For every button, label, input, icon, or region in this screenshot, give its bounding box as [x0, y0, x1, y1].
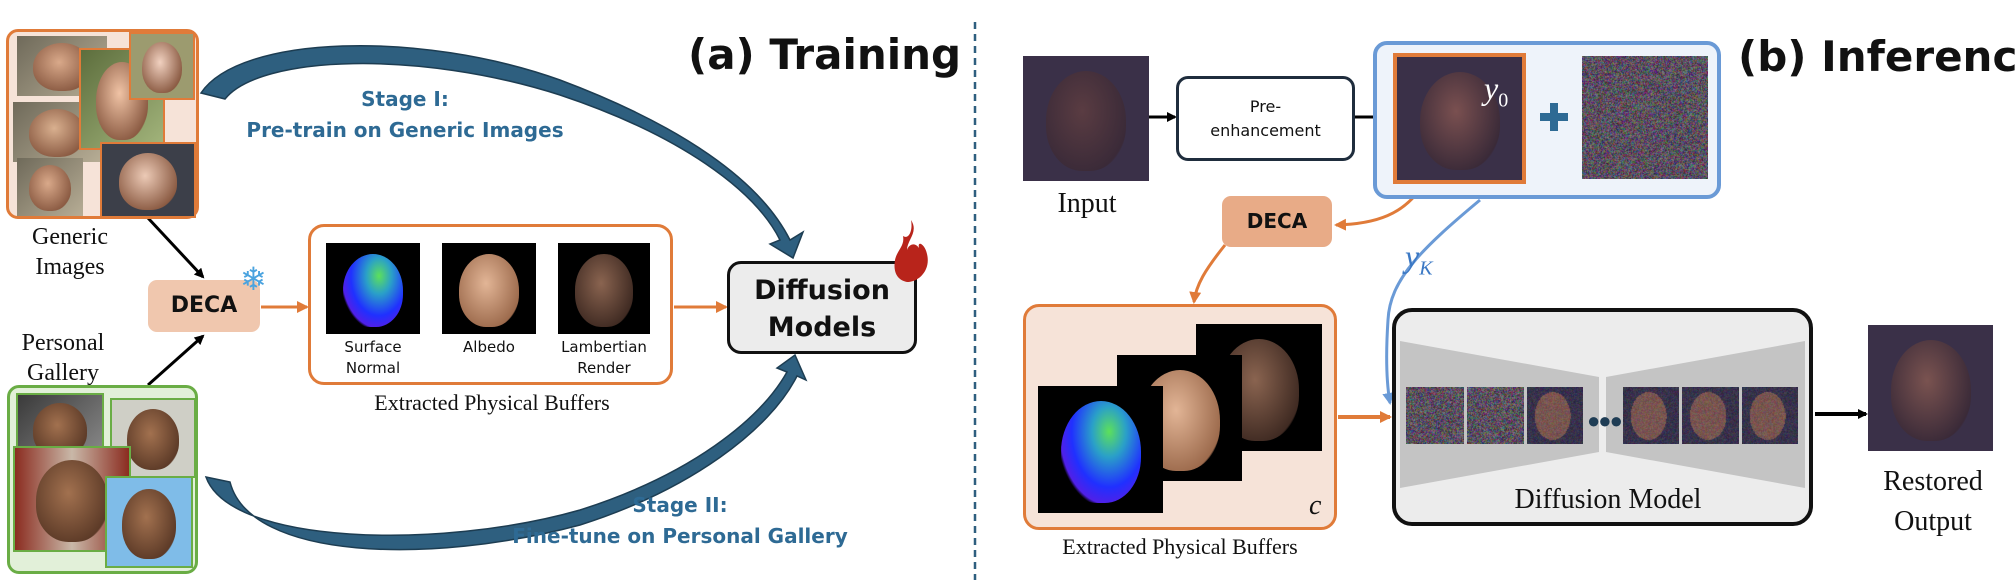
- surface-normal-image: [1038, 386, 1163, 513]
- y-subscript: K: [1419, 257, 1432, 279]
- deca-to-buffers-arrow-b: [1194, 245, 1225, 302]
- generic-images-box: [6, 29, 199, 219]
- label-line: Generic: [10, 222, 130, 252]
- albedo-label: Albedo: [434, 337, 544, 358]
- pre-enhancement-box: Pre- enhancement: [1176, 76, 1355, 161]
- denoising-step-image: [1682, 387, 1739, 444]
- lambertian-render-label: Lambertian Render: [549, 337, 659, 379]
- generic-to-deca-arrow: [148, 218, 203, 277]
- denoising-step-image: [1742, 387, 1798, 444]
- label-line: Pre-train on Generic Images: [230, 115, 580, 146]
- face-thumbnail: [17, 158, 83, 216]
- label-line: Images: [10, 252, 130, 282]
- label-line: Render: [549, 358, 659, 379]
- plus-icon: [1540, 103, 1568, 131]
- y-symbol: y: [1405, 238, 1419, 274]
- snowflake-icon: ❄: [240, 262, 267, 296]
- input-image: [1023, 56, 1149, 181]
- label-line: Pre-: [1179, 95, 1352, 119]
- y-subscript: 0: [1498, 89, 1508, 111]
- deca-box-inference: DECA: [1222, 196, 1332, 247]
- yk-label: yK: [1405, 238, 1433, 280]
- restored-output-image: [1868, 325, 1993, 451]
- label-line: Restored: [1870, 462, 1996, 502]
- denoising-step-image: [1623, 387, 1679, 444]
- y0-label: y0: [1484, 70, 1508, 112]
- fire-icon: [893, 220, 931, 284]
- input-label: Input: [1037, 188, 1137, 220]
- face-thumbnail: [129, 32, 195, 100]
- label-line: Diffusion: [730, 272, 914, 309]
- stage1-label: Stage I: Pre-train on Generic Images: [230, 84, 580, 146]
- personal-gallery-label: Personal Gallery: [0, 328, 126, 388]
- face-thumbnail: [105, 476, 193, 568]
- label-line: Personal: [0, 328, 126, 358]
- personal-gallery-box: [7, 385, 198, 574]
- y-symbol: y: [1484, 70, 1498, 106]
- training-title: (a) Training: [688, 30, 961, 79]
- label-line: Stage I:: [230, 84, 580, 115]
- diffusion-models-box: Diffusion Models: [727, 261, 917, 354]
- ellipsis-icon: ●●●: [1587, 408, 1621, 434]
- gallery-to-deca-arrow: [148, 336, 203, 385]
- label-line: Fine-tune on Personal Gallery: [500, 521, 860, 552]
- denoising-step-image: [1527, 387, 1583, 444]
- albedo-image: [442, 243, 536, 334]
- extracted-buffers-caption: Extracted Physical Buffers: [332, 390, 652, 416]
- surface-normal-label: Surface Normal: [318, 337, 428, 379]
- lambertian-render-image: [558, 243, 650, 334]
- surface-normal-image: [326, 243, 420, 334]
- diffusion-model-label: Diffusion Model: [1458, 484, 1758, 516]
- label-line: enhancement: [1179, 119, 1352, 143]
- restored-output-label: Restored Output: [1870, 462, 1996, 542]
- label-line: Gallery: [0, 358, 126, 388]
- stage2-label: Stage II: Fine-tune on Personal Gallery: [500, 490, 860, 552]
- label-line: Models: [730, 309, 914, 346]
- extracted-buffers-caption-inference: Extracted Physical Buffers: [1020, 534, 1340, 560]
- inference-title: (b) Inference: [1738, 32, 2016, 81]
- gaussian-noise-image: [1582, 56, 1708, 179]
- label-line: Normal: [318, 358, 428, 379]
- face-thumbnail: [100, 142, 196, 218]
- label-line: Surface: [318, 337, 428, 358]
- label-line: Stage II:: [500, 490, 860, 521]
- denoising-step-image: [1467, 387, 1524, 444]
- denoising-step-image: [1406, 387, 1464, 444]
- label-line: Lambertian: [549, 337, 659, 358]
- generic-images-label: Generic Images: [10, 222, 130, 282]
- label-line: Output: [1870, 502, 1996, 542]
- c-label: c: [1309, 490, 1321, 522]
